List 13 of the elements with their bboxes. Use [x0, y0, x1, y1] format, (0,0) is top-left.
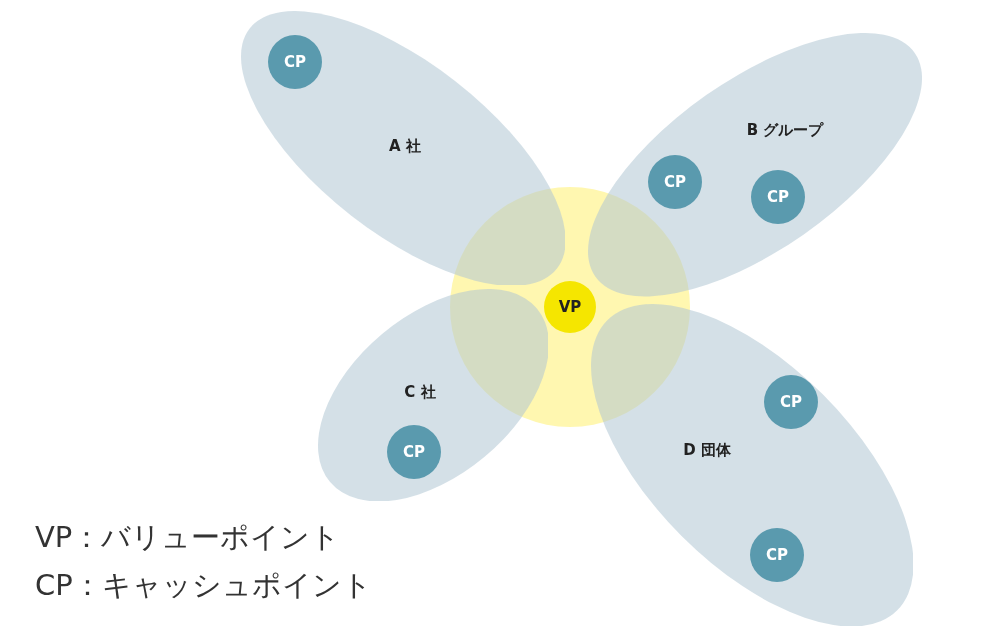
cash-point-circle: CP — [764, 375, 818, 429]
group-label: D 団体 — [683, 440, 731, 460]
cash-point-circle: CP — [648, 155, 702, 209]
cash-point-circle: CP — [268, 35, 322, 89]
cash-point-circle: CP — [387, 425, 441, 479]
value-point-circle: VP — [544, 281, 596, 333]
cash-point-circle: CP — [750, 528, 804, 582]
legend-text: VP：バリューポイント — [35, 519, 341, 556]
group-label: A 社 — [389, 136, 421, 156]
group-label: C 社 — [404, 382, 436, 402]
legend-text: CP：キャッシュポイント — [35, 567, 372, 604]
group-label: B グループ — [746, 120, 824, 140]
cash-point-circle: CP — [751, 170, 805, 224]
